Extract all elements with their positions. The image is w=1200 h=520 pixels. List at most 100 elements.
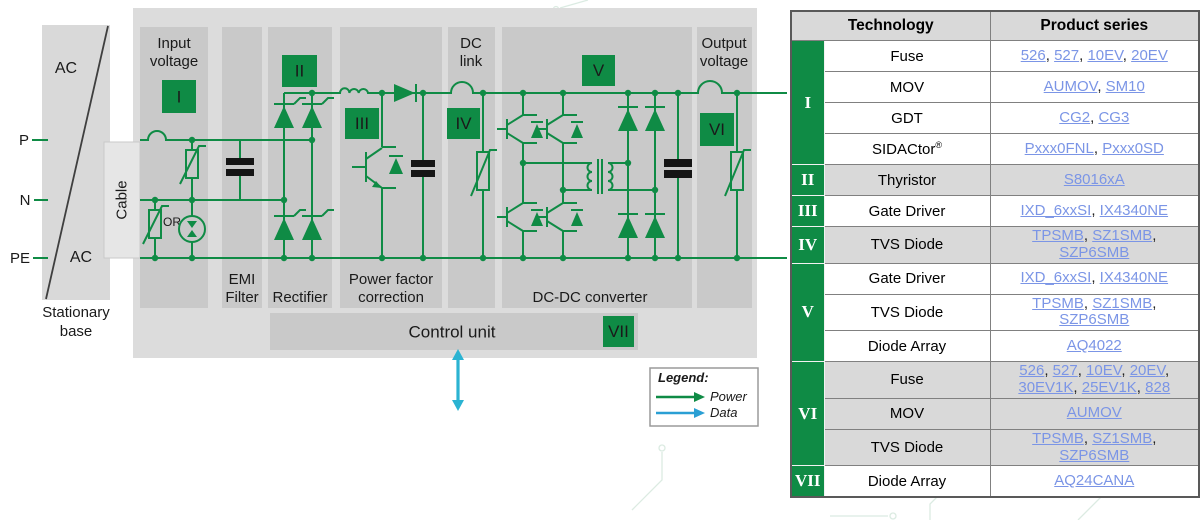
- emi-filter-label: EMI: [229, 271, 256, 288]
- product-link[interactable]: 20EV: [1131, 46, 1168, 64]
- pfc-stage: [352, 84, 435, 258]
- product-link[interactable]: SZP6SMB: [1059, 311, 1130, 329]
- badge-v-label: V: [593, 61, 605, 80]
- product-link[interactable]: AUMOV: [1043, 77, 1098, 95]
- technology-cell: TVS Diode: [823, 428, 991, 467]
- mov-symbol: [148, 209, 162, 239]
- technology-cell: MOV: [823, 397, 991, 430]
- badge-ii-label: II: [295, 62, 304, 81]
- pfc-label: correction: [358, 289, 424, 306]
- product-series-header: Product series: [989, 10, 1200, 41]
- emi-filter-label: Filter: [225, 289, 258, 306]
- badge-iii: [345, 108, 379, 139]
- thyristor-symbol: [302, 97, 334, 128]
- product-series-cell: TPSMB, SZ1SMB, SZP6SMB: [989, 428, 1200, 467]
- legend-title: Legend:: [658, 370, 709, 385]
- product-series-cell: 526, 527, 10EV, 20EV: [989, 40, 1200, 72]
- product-link[interactable]: SZP6SMB: [1059, 243, 1130, 261]
- badge-iv-label: IV: [455, 114, 472, 133]
- product-link[interactable]: TPSMB: [1032, 227, 1084, 244]
- emi-capacitor-symbol: [226, 140, 254, 200]
- product-link[interactable]: AQ4022: [1066, 336, 1122, 354]
- technology-cell: SIDACtor®: [823, 133, 991, 165]
- product-link[interactable]: 526: [1019, 362, 1045, 380]
- p-rail: [140, 130, 312, 141]
- product-link[interactable]: 20EV: [1129, 362, 1166, 380]
- product-link[interactable]: 25EV1K: [1081, 378, 1137, 396]
- thyristor-symbol: [274, 209, 306, 240]
- product-link[interactable]: IXD_6xxSI: [1020, 269, 1092, 287]
- product-link[interactable]: 527: [1052, 362, 1078, 380]
- legend-data-label: Data: [710, 405, 737, 420]
- section-emi-filter: [222, 27, 262, 308]
- dcdc-converter-stage: [497, 93, 692, 258]
- igbt-symbol: [497, 202, 543, 232]
- product-link[interactable]: 30EV1K: [1018, 378, 1074, 396]
- product-link[interactable]: SZ1SMB: [1092, 227, 1153, 244]
- product-link[interactable]: IX4340NE: [1099, 201, 1169, 219]
- product-link[interactable]: TPSMB: [1032, 294, 1084, 312]
- product-link[interactable]: 828: [1145, 378, 1171, 396]
- legend: Legend: Power Data: [649, 367, 759, 427]
- product-link[interactable]: SZP6SMB: [1059, 446, 1130, 464]
- boost-diode-symbol: [394, 84, 417, 102]
- igbt-symbol: [537, 202, 583, 232]
- product-link[interactable]: AUMOV: [1066, 404, 1122, 422]
- group-numeral-cell: I: [790, 40, 825, 165]
- product-link[interactable]: S8016xA: [1063, 170, 1125, 188]
- product-series-cell: AQ24CANA: [989, 465, 1200, 498]
- product-link[interactable]: 10EV: [1087, 46, 1123, 64]
- badge-iii-label: III: [355, 114, 369, 133]
- group-numeral-cell: IV: [790, 226, 825, 264]
- product-link[interactable]: IXD_6xxSI: [1020, 201, 1092, 219]
- output-capacitor-symbol: [664, 93, 692, 258]
- diode-symbol: [645, 213, 665, 238]
- product-link[interactable]: IX4340NE: [1099, 269, 1169, 287]
- product-link[interactable]: CG2: [1059, 108, 1091, 126]
- product-series-cell: AUMOV: [989, 397, 1200, 430]
- product-series-cell: AQ4022: [989, 330, 1200, 363]
- product-link[interactable]: SZ1SMB: [1092, 429, 1153, 447]
- product-link[interactable]: 526: [1020, 46, 1046, 64]
- table-row: SIDACtor®Pxxx0FNL, Pxxx0SD: [791, 133, 1200, 165]
- product-series-cell: TPSMB, SZ1SMB, SZP6SMB: [989, 226, 1200, 264]
- technology-cell: Fuse: [823, 361, 991, 399]
- product-series-cell: S8016xA: [989, 164, 1200, 196]
- product-series-cell: AUMOV, SM10: [989, 71, 1200, 103]
- group-numeral-cell: II: [790, 164, 825, 196]
- product-link[interactable]: SM10: [1105, 77, 1145, 95]
- cable-block: Cable: [103, 141, 141, 259]
- or-label: OR: [163, 215, 181, 229]
- technology-cell: Diode Array: [823, 465, 991, 498]
- badge-iv: [447, 108, 480, 139]
- product-link[interactable]: SZ1SMB: [1092, 294, 1153, 312]
- badge-v: [582, 55, 615, 86]
- product-link[interactable]: Pxxx0SD: [1102, 139, 1164, 157]
- control-unit: Control unit: [270, 313, 638, 350]
- dcdc-converter-label: DC-DC converter: [532, 289, 647, 306]
- product-link[interactable]: Pxxx0FNL: [1024, 139, 1094, 157]
- product-link[interactable]: 527: [1054, 46, 1080, 64]
- product-series-cell: CG2, CG3: [989, 102, 1200, 134]
- product-link[interactable]: AQ24CANA: [1054, 471, 1135, 489]
- group-numeral-cell: VI: [790, 361, 825, 467]
- technology-cell: TVS Diode: [823, 226, 991, 264]
- tvs-diode-symbol: [470, 93, 497, 258]
- product-link[interactable]: 10EV: [1086, 362, 1122, 380]
- legend-power-label: Power: [710, 389, 748, 404]
- rectifier-label: Rectifier: [272, 289, 327, 306]
- product-series-cell: IXD_6xxSI, IX4340NE: [989, 262, 1200, 295]
- product-link[interactable]: CG3: [1098, 108, 1130, 126]
- terminal-n-label: N: [20, 192, 31, 209]
- ac-top-label: AC: [55, 60, 77, 77]
- product-link[interactable]: TPSMB: [1032, 429, 1084, 447]
